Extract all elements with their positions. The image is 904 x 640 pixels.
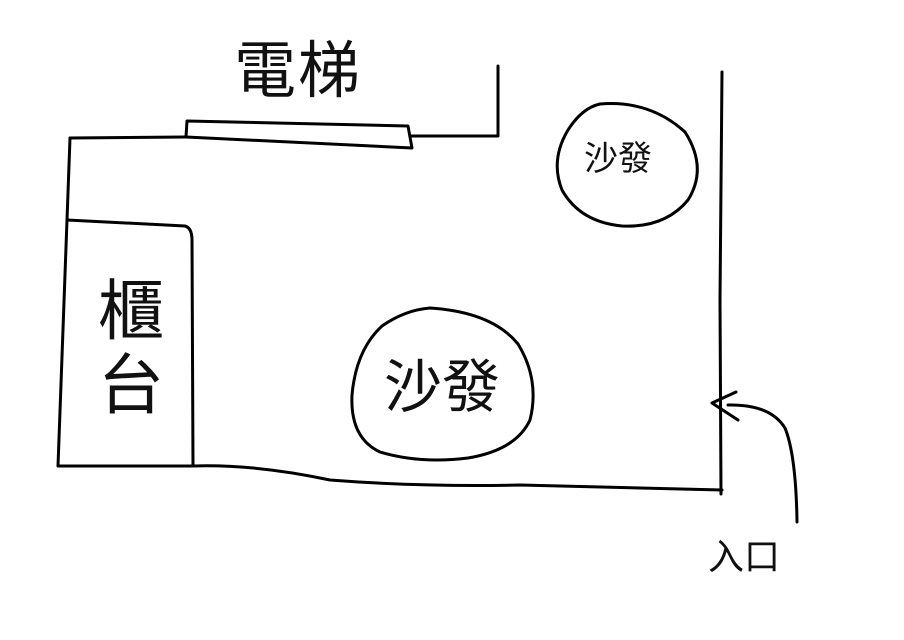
wall-left bbox=[65, 136, 72, 222]
sofa-large-outline bbox=[350, 306, 535, 462]
elevator-door bbox=[184, 119, 414, 150]
counter-label: 櫃台 bbox=[87, 276, 164, 424]
wall-top bbox=[68, 64, 500, 140]
wall-bottom bbox=[56, 464, 724, 492]
entrance-label: 入口 bbox=[708, 537, 781, 578]
wall-right bbox=[718, 70, 724, 496]
elevator-label: 電梯 bbox=[234, 34, 363, 107]
counter-block bbox=[56, 218, 195, 468]
sofa-large-label: 沙發 bbox=[384, 353, 501, 421]
entrance-arrow bbox=[710, 390, 799, 524]
sofa-small-outline bbox=[555, 102, 699, 228]
sofa-small-label: 沙發 bbox=[584, 139, 652, 179]
